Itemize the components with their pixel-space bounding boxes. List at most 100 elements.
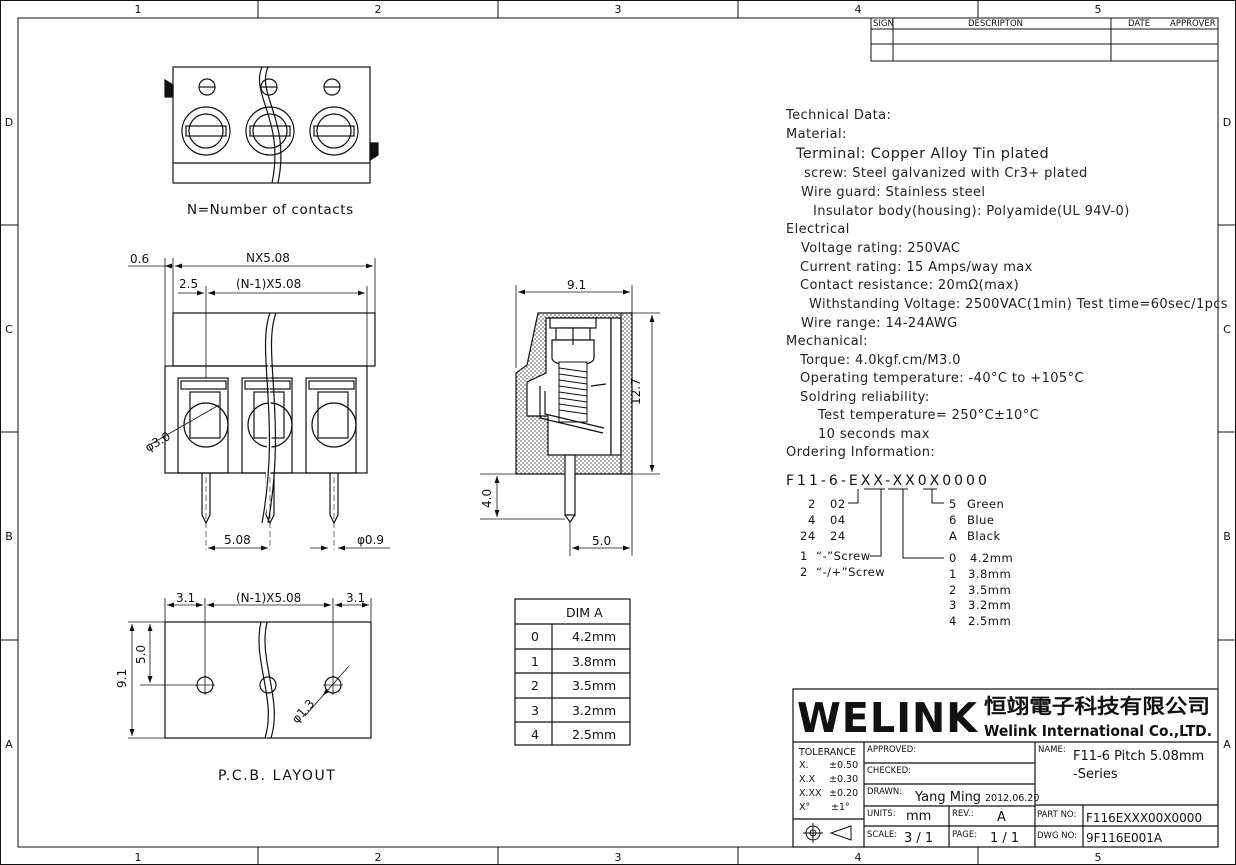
tolerance-value: ±1°	[831, 802, 850, 813]
dim-pin-length: 4.0	[480, 489, 494, 508]
row-label: B	[5, 530, 13, 543]
screw-thread	[558, 361, 588, 423]
col-label: 4	[855, 3, 862, 16]
rev-approver-header: APPROVER	[1170, 19, 1216, 29]
tech-line: Operating temperature: -40°C to +105°C	[800, 371, 1084, 386]
dim-side-height: 12.7	[629, 378, 643, 405]
ordering-dim-value: 2.5mm	[968, 614, 1011, 628]
scale-label: SCALE:	[867, 830, 897, 840]
ordering-screw-value: “-/+”Screw	[816, 565, 885, 579]
col-label: 1	[135, 851, 142, 864]
dim-total-width: NX5.08	[246, 251, 290, 265]
dim-hole-diameter: φ3.0	[143, 429, 173, 455]
name-label: NAME:	[1038, 745, 1066, 755]
rev-desc-header: DESCRIPTON	[968, 19, 1023, 29]
projection-symbol-icon	[803, 823, 852, 843]
top-screw-3	[309, 78, 359, 156]
tech-line: Current rating: 15 Amps/way max	[800, 260, 1033, 275]
revision-block: SIGN DESCRIPTON DATE APPROVER	[870, 17, 1219, 62]
rev-sign-header: SIGN	[873, 19, 894, 29]
ordering-code: F11-6-EXX-XX0X0000	[786, 473, 990, 489]
tolerance-value: ±0.30	[829, 774, 858, 785]
tech-line: Test temperature= 250°C±10°C	[818, 408, 1040, 423]
dim-offset: 0.6	[130, 252, 149, 266]
tech-line: screw: Steel galvanized with Cr3+ plated	[804, 166, 1088, 181]
pcb-dim-height: 9.1	[115, 669, 129, 688]
pcb-dim-right: 3.1	[346, 591, 365, 605]
row-label: C	[5, 323, 13, 336]
dim-a-code: 3	[531, 703, 539, 718]
title-block-text: WELINK 恒翊電子科技有限公司 Welink International C…	[797, 694, 1212, 846]
ordering-dim-code: 0	[949, 551, 957, 565]
frame-labels: 1 2 3 4 5 1 2 3 4 5 D C B A D C B A	[5, 3, 1231, 864]
tech-line: Voltage rating: 250VAC	[801, 241, 961, 256]
dim-a-code: 0	[531, 629, 539, 644]
tolerance-key: X.XX	[799, 788, 822, 799]
tech-line: Material:	[786, 127, 847, 142]
ordering-color-code: 5	[949, 497, 957, 511]
brand-logo: WELINK	[797, 694, 979, 742]
col-label: 3	[615, 851, 622, 864]
dim-pin-offset: 5.0	[592, 534, 611, 548]
drawn-label: DRAWN:	[867, 787, 902, 797]
col-label: 4	[855, 851, 862, 864]
ordering-pole-value: 04	[830, 513, 846, 527]
side-view	[480, 285, 660, 556]
title-block	[792, 688, 1219, 848]
ordering-pole-code: 4	[808, 513, 816, 527]
dim-a-code: 1	[531, 654, 539, 669]
dim-pitch: 5.08	[224, 533, 251, 547]
ordering-screw-code: 2	[800, 565, 808, 579]
partno-value: F116EXXX00X0000	[1086, 811, 1202, 825]
front-pocket-1	[177, 377, 229, 474]
tolerance-key: X.	[799, 760, 809, 771]
ordering-dim-code: 3	[949, 598, 957, 612]
dim-first: 2.5	[179, 277, 198, 291]
approved-label: APPROVED:	[867, 745, 916, 755]
page-value: 1 / 1	[990, 831, 1019, 846]
drawn-value: Yang Ming	[914, 790, 981, 805]
front-pocket-3	[305, 377, 357, 474]
tech-line: Technical Data:	[786, 108, 892, 123]
tech-line: Soldring reliability:	[800, 390, 930, 405]
front-view-dims: NX5.08 0.6 (N-1)X5.08 2.5 5.08 φ0.9 φ3.0	[130, 251, 384, 547]
company-name-en: Welink International Co.,LTD.	[984, 722, 1212, 740]
top-screw-1	[181, 78, 231, 156]
pcb-dims: 3.1 (N-1)X5.08 3.1 9.1 5.0 φ1.3	[115, 591, 365, 726]
tech-line: Mechanical:	[786, 334, 868, 349]
top-screw-2	[245, 78, 295, 156]
ordering-diagram: F11-6-EXX-XX0X0000 2 02 4 04 24 24 1 “-”…	[786, 473, 1013, 628]
col-label: 5	[1095, 3, 1102, 16]
ordering-color-value: Black	[967, 529, 1001, 543]
rev-value: A	[997, 810, 1006, 825]
name-value-1: F11-6 Pitch 5.08mm	[1073, 749, 1204, 764]
company-name-cn: 恒翊電子科技有限公司	[984, 694, 1210, 718]
pcb-dim-hole-y: 5.0	[134, 645, 148, 664]
ordering-pole-code: 2	[808, 497, 816, 511]
tech-line: Torque: 4.0kgf.cm/M3.0	[800, 353, 961, 368]
checked-label: CHECKED:	[867, 766, 911, 776]
col-label: 2	[375, 3, 382, 16]
col-label: 2	[375, 851, 382, 864]
row-label: C	[1223, 323, 1231, 336]
dim-a-header: DIM A	[566, 605, 603, 620]
tech-line: 10 seconds max	[818, 427, 930, 442]
col-label: 1	[135, 3, 142, 16]
partno-label: PART NO:	[1037, 810, 1076, 820]
ordering-dim-value: 3.2mm	[968, 598, 1011, 612]
rev-label: REV.:	[952, 809, 974, 819]
pcb-caption: P.C.B. LAYOUT	[218, 768, 336, 784]
dim-pitch-n1: (N-1)X5.08	[236, 277, 301, 291]
tolerance-key: X°	[799, 802, 810, 813]
col-label: 3	[615, 3, 622, 16]
page-label: PAGE:	[952, 830, 977, 840]
side-view-dims: 9.1 12.7 4.0 5.0	[480, 278, 643, 548]
row-label: B	[1223, 530, 1231, 543]
dim-a-value: 4.2mm	[572, 629, 616, 644]
ordering-dim-code: 1	[949, 567, 957, 581]
ordering-dim-code: 2	[949, 583, 957, 597]
tolerance-label: TOLERANCE	[798, 747, 856, 758]
ordering-pole-value: 24	[830, 529, 846, 543]
pcb-hole-2	[259, 676, 277, 694]
ordering-dim-code: 4	[949, 614, 957, 628]
